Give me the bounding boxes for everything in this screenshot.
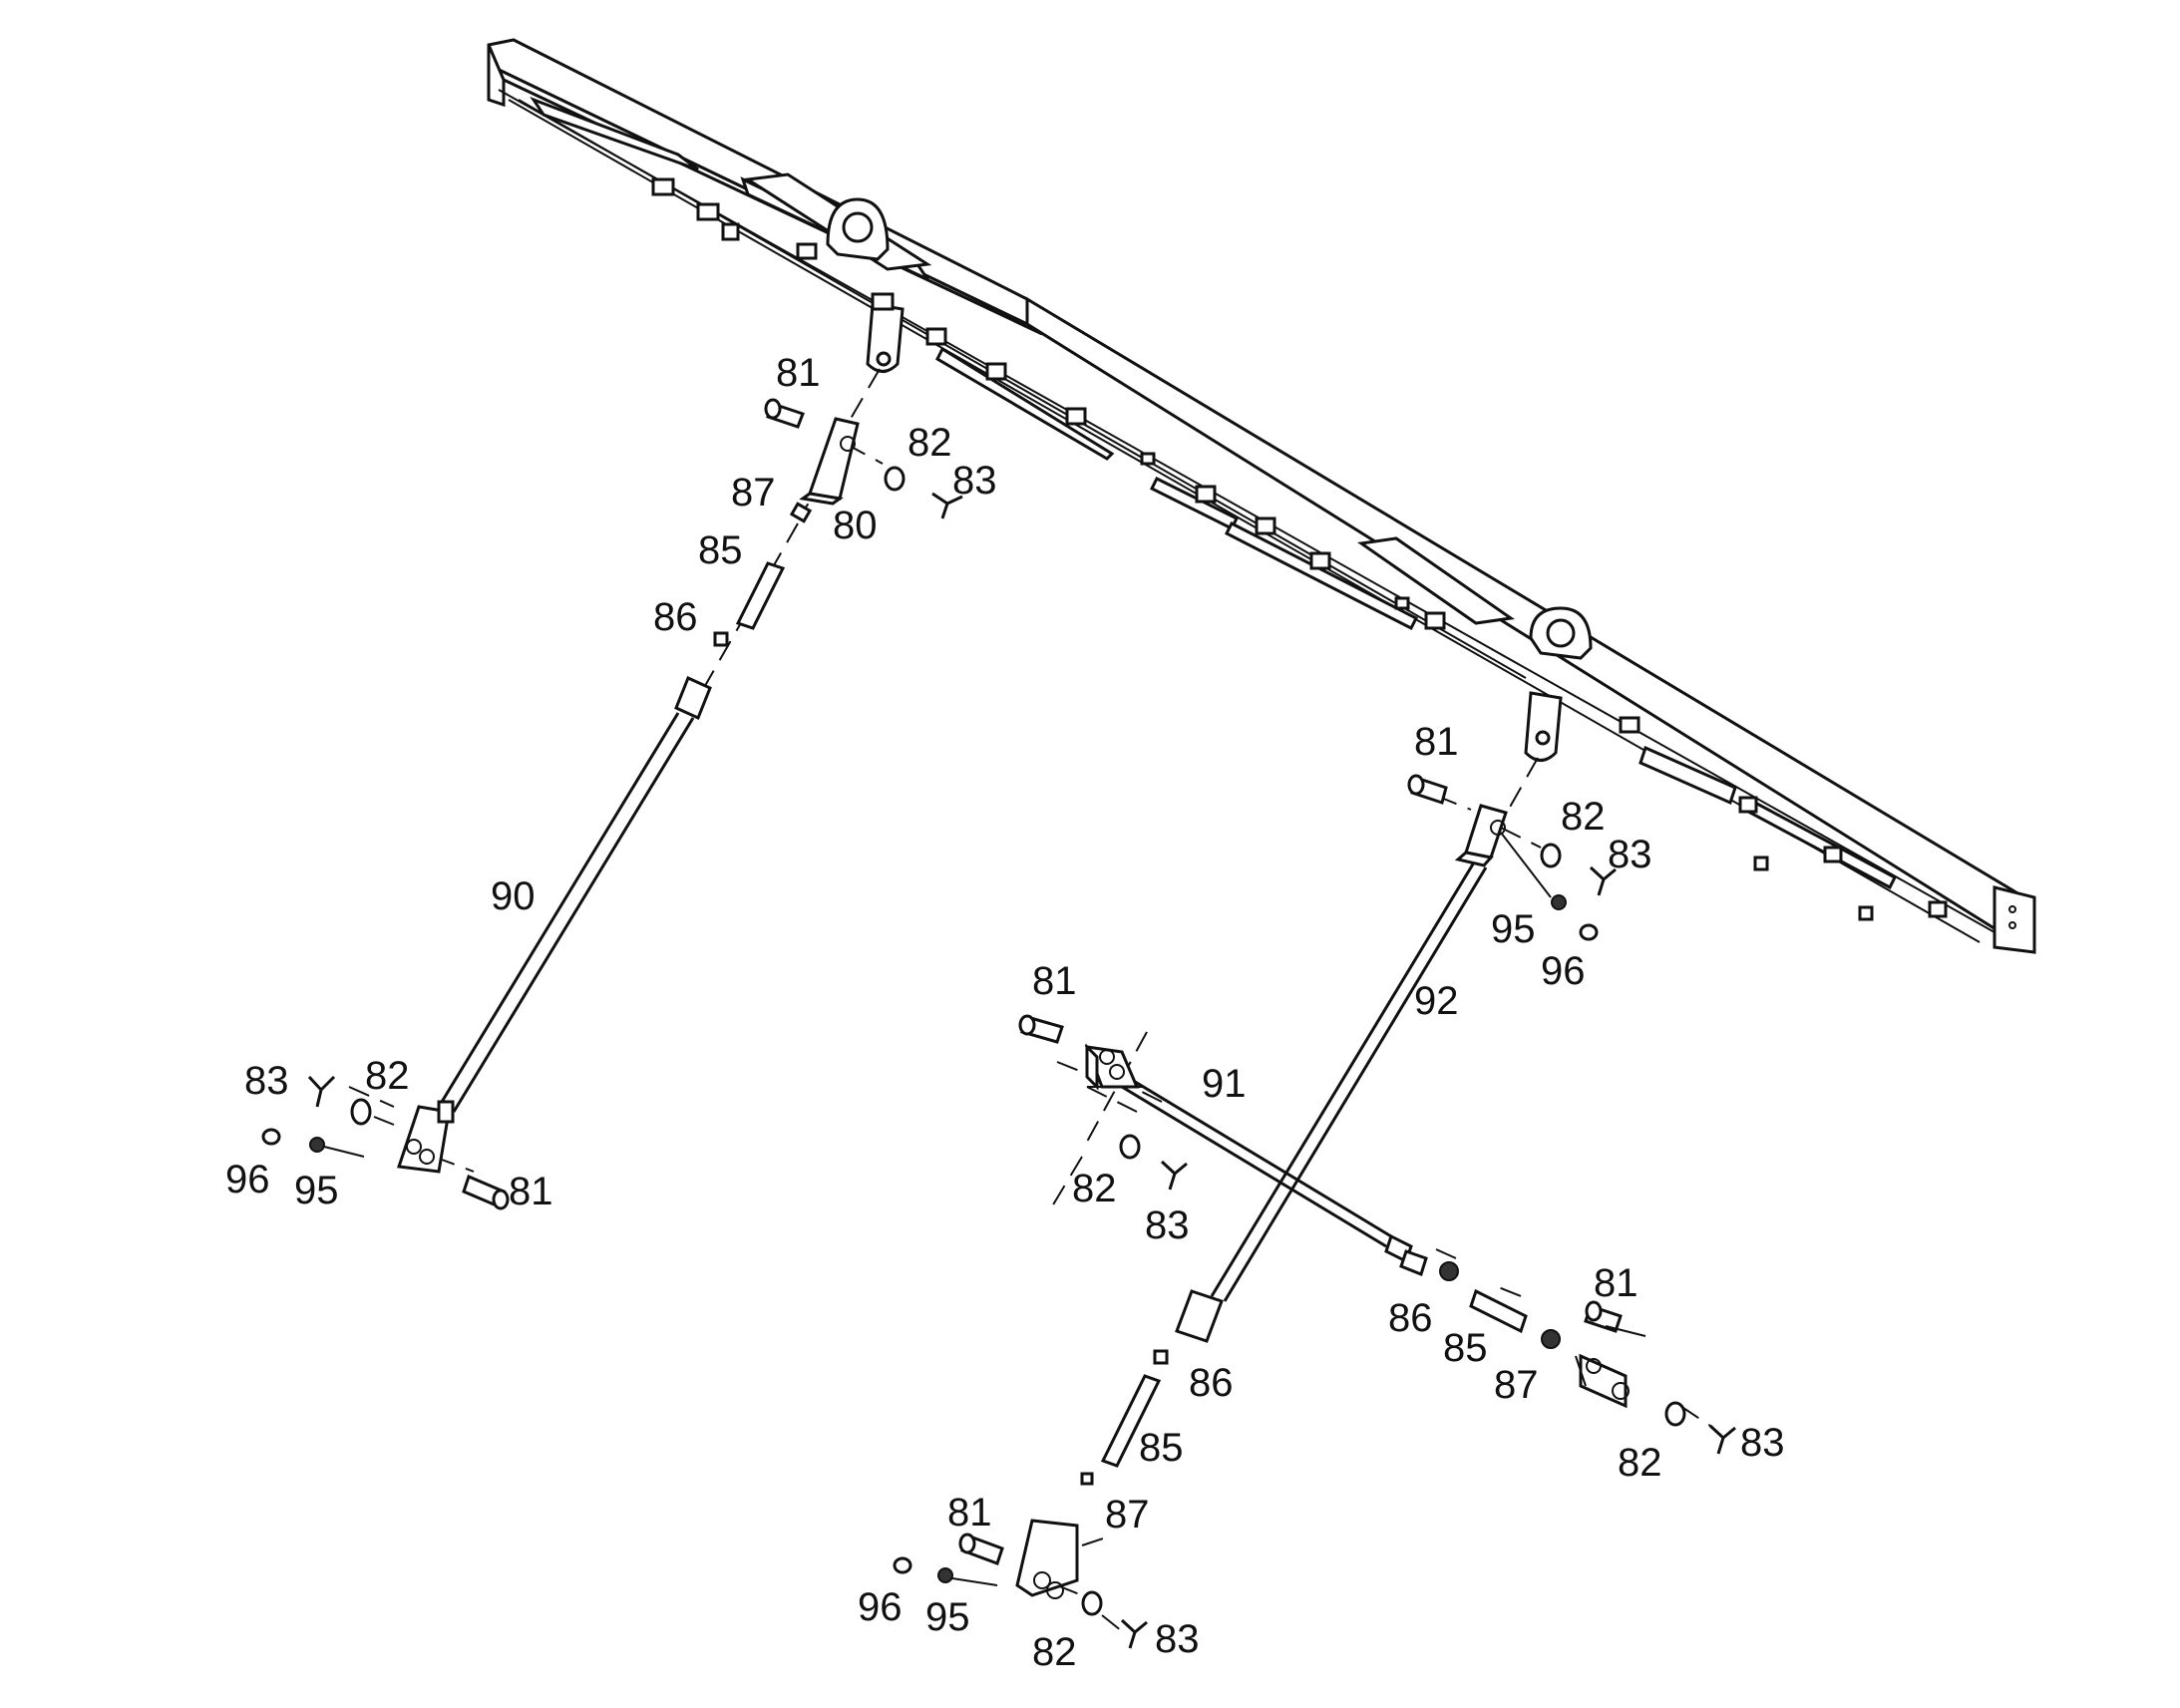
callout-81: 81 — [1414, 720, 1459, 764]
callout-83: 83 — [1155, 1617, 1200, 1661]
callout-81: 81 — [1594, 1261, 1638, 1305]
callout-83: 83 — [1608, 833, 1652, 876]
callout-80: 80 — [833, 504, 878, 547]
callout-81: 81 — [947, 1491, 992, 1535]
callout-86: 86 — [1189, 1361, 1234, 1405]
callout-86: 86 — [1388, 1296, 1433, 1340]
callout-95: 95 — [1491, 907, 1536, 951]
callout-83: 83 — [1740, 1421, 1785, 1465]
callout-96: 96 — [1541, 949, 1586, 993]
callout-82: 82 — [1561, 795, 1606, 839]
callout-85: 85 — [1443, 1326, 1488, 1370]
callout-83: 83 — [1145, 1203, 1190, 1247]
callout-82: 82 — [1618, 1441, 1662, 1485]
callout-82: 82 — [1032, 1630, 1077, 1674]
callout-81: 81 — [1032, 959, 1077, 1003]
callout-85: 85 — [1139, 1426, 1184, 1470]
callout-87: 87 — [731, 471, 776, 514]
callout-82: 82 — [908, 421, 952, 465]
callout-87: 87 — [1105, 1493, 1150, 1537]
callout-95: 95 — [925, 1595, 970, 1639]
callout-81: 81 — [776, 351, 821, 395]
callout-81: 81 — [509, 1170, 553, 1213]
callout-96: 96 — [225, 1158, 270, 1201]
callout-85: 85 — [698, 528, 743, 572]
callout-83: 83 — [952, 459, 997, 503]
callout-82: 82 — [1072, 1167, 1117, 1210]
callout-83: 83 — [244, 1059, 289, 1103]
callout-82: 82 — [365, 1054, 410, 1098]
callout-87: 87 — [1494, 1363, 1539, 1407]
rods — [437, 712, 1488, 1302]
callout-95: 95 — [294, 1169, 339, 1212]
callout-90: 90 — [491, 874, 536, 918]
callout-96: 96 — [858, 1585, 903, 1629]
callout-91: 91 — [1202, 1062, 1247, 1106]
fittings — [261, 398, 1736, 1649]
callout-86: 86 — [653, 595, 698, 639]
callout-92: 92 — [1414, 979, 1459, 1023]
main-beam — [487, 38, 2036, 954]
callout-labels: 81 82 83 87 80 85 86 90 83 82 96 95 81 8… — [225, 351, 1785, 1674]
dashed-leaders — [348, 368, 1711, 1636]
